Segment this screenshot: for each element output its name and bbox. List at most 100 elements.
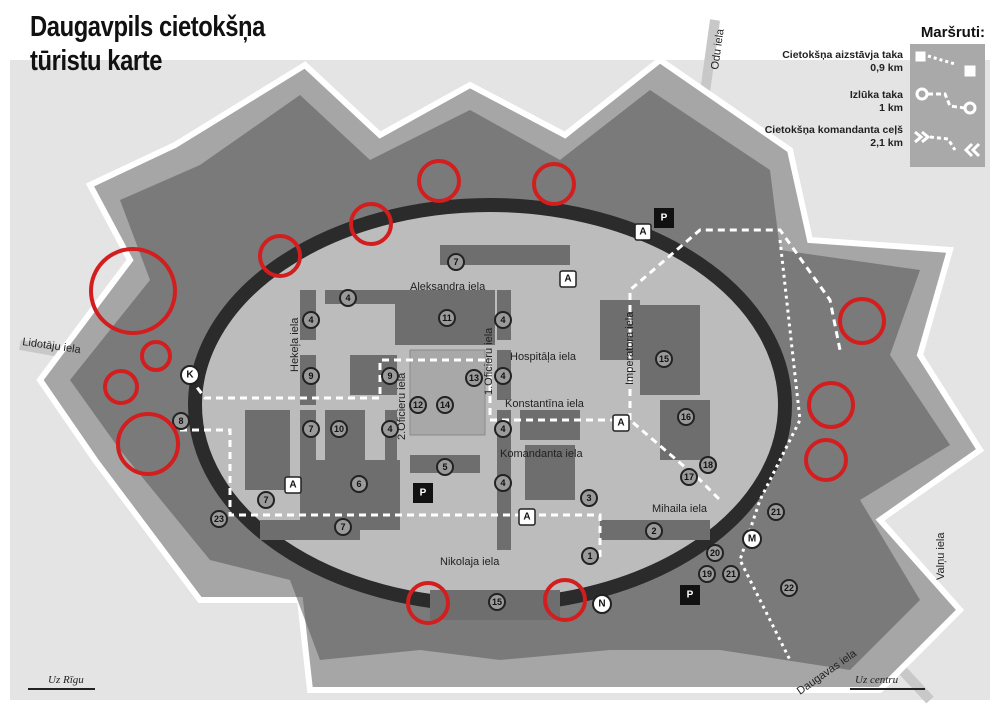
letter-marker-A[interactable]: A xyxy=(634,223,652,241)
poi-marker-10[interactable]: 10 xyxy=(330,420,348,438)
route-name: Izlūka taka xyxy=(849,89,903,101)
poi-marker-8[interactable]: 8 xyxy=(172,412,190,430)
route-length: 2,1 km xyxy=(870,137,903,149)
direction-riga: Uz Rīgu xyxy=(48,674,84,686)
street-konstantina: Konstantīna iela xyxy=(505,398,585,410)
highlight-circle xyxy=(89,247,177,335)
poi-marker-label: 12 xyxy=(413,400,423,410)
poi-marker-7[interactable]: 7 xyxy=(334,518,352,536)
highlight-circle xyxy=(258,234,302,278)
poi-marker-13[interactable]: 13 xyxy=(465,369,483,387)
street-valnu: Valņu iela xyxy=(935,532,947,580)
central-square xyxy=(409,349,486,436)
legend-route-scout: Izlūka taka 1 km xyxy=(850,89,903,115)
poi-marker-label: 4 xyxy=(500,315,505,325)
poi-marker-label: 21 xyxy=(771,507,781,517)
poi-marker-4[interactable]: 4 xyxy=(302,311,320,329)
poi-marker-9[interactable]: 9 xyxy=(302,367,320,385)
poi-marker-7[interactable]: 7 xyxy=(257,491,275,509)
letter-marker-label: A xyxy=(289,480,296,491)
poi-marker-4[interactable]: 4 xyxy=(494,420,512,438)
poi-marker-label: 19 xyxy=(702,569,712,579)
poi-marker-label: 9 xyxy=(387,371,392,381)
poi-marker-12[interactable]: 12 xyxy=(409,396,427,414)
letter-marker-label: M xyxy=(748,534,756,545)
letter-marker-A[interactable]: A xyxy=(559,270,577,288)
parking-icon[interactable]: P xyxy=(413,483,433,503)
highlight-circle xyxy=(838,297,886,345)
parking-label: P xyxy=(420,488,427,499)
poi-marker-20[interactable]: 20 xyxy=(706,544,724,562)
street-hekela: Hekeļa iela xyxy=(289,317,301,372)
poi-marker-7[interactable]: 7 xyxy=(302,420,320,438)
parking-icon[interactable]: P xyxy=(680,585,700,605)
poi-marker-15[interactable]: 15 xyxy=(488,593,506,611)
poi-marker-label: 4 xyxy=(500,424,505,434)
poi-marker-5[interactable]: 5 xyxy=(436,458,454,476)
highlight-circle xyxy=(417,159,461,203)
highlight-circle xyxy=(543,578,587,622)
poi-marker-17[interactable]: 17 xyxy=(680,468,698,486)
poi-marker-4[interactable]: 4 xyxy=(494,311,512,329)
poi-marker-label: 22 xyxy=(784,583,794,593)
letter-marker-label: A xyxy=(639,227,646,238)
poi-marker-16[interactable]: 16 xyxy=(677,408,695,426)
letter-marker-label: A xyxy=(523,512,530,523)
title-line-1: Daugavpils cietokšņa xyxy=(30,11,265,43)
poi-marker-21[interactable]: 21 xyxy=(722,565,740,583)
legend-route-commandant: Cietokšņa komandanta ceļš 2,1 km xyxy=(765,124,903,150)
poi-marker-11[interactable]: 11 xyxy=(438,309,456,327)
letter-marker-N[interactable]: N xyxy=(592,594,612,614)
poi-marker-21[interactable]: 21 xyxy=(767,503,785,521)
poi-marker-label: 21 xyxy=(726,569,736,579)
route-legend: Maršruti: Cietokšņa aizstāvja taka 0,9 k… xyxy=(740,24,985,184)
highlight-circle xyxy=(116,412,180,476)
poi-marker-15[interactable]: 15 xyxy=(655,350,673,368)
poi-marker-4[interactable]: 4 xyxy=(339,289,357,307)
title-line-2: tūristu karte xyxy=(30,45,163,77)
street-hospitala: Hospitāļa iela xyxy=(510,351,577,363)
poi-marker-1[interactable]: 1 xyxy=(581,547,599,565)
poi-marker-19[interactable]: 19 xyxy=(698,565,716,583)
poi-marker-14[interactable]: 14 xyxy=(436,396,454,414)
poi-marker-label: 23 xyxy=(214,514,224,524)
poi-marker-3[interactable]: 3 xyxy=(580,489,598,507)
poi-marker-label: 10 xyxy=(334,424,344,434)
letter-marker-M[interactable]: M xyxy=(742,529,762,549)
poi-marker-4[interactable]: 4 xyxy=(494,367,512,385)
letter-marker-A[interactable]: A xyxy=(284,476,302,494)
letter-marker-A[interactable]: A xyxy=(612,414,630,432)
poi-marker-6[interactable]: 6 xyxy=(350,475,368,493)
poi-marker-label: 1 xyxy=(587,551,592,561)
letter-marker-label: N xyxy=(598,599,605,610)
poi-marker-label: 15 xyxy=(492,597,502,607)
poi-marker-label: 20 xyxy=(710,548,720,558)
poi-marker-4[interactable]: 4 xyxy=(381,420,399,438)
poi-marker-label: 8 xyxy=(178,416,183,426)
poi-marker-label: 4 xyxy=(308,315,313,325)
poi-marker-18[interactable]: 18 xyxy=(699,456,717,474)
letter-marker-A[interactable]: A xyxy=(518,508,536,526)
poi-marker-23[interactable]: 23 xyxy=(210,510,228,528)
route-length: 1 km xyxy=(879,102,903,114)
letter-marker-label: K xyxy=(186,370,194,381)
poi-marker-4[interactable]: 4 xyxy=(494,474,512,492)
street-oficieru-2: 2.Oficieru iela xyxy=(396,372,408,440)
poi-marker-label: 5 xyxy=(442,462,447,472)
parking-icon[interactable]: P xyxy=(654,208,674,228)
parking-label: P xyxy=(687,590,694,601)
poi-marker-2[interactable]: 2 xyxy=(645,522,663,540)
poi-marker-label: 18 xyxy=(703,460,713,470)
circle-dotted-route-icon xyxy=(915,87,977,115)
route-length: 0,9 km xyxy=(870,62,903,74)
poi-marker-label: 4 xyxy=(500,371,505,381)
poi-marker-7[interactable]: 7 xyxy=(447,253,465,271)
poi-marker-9[interactable]: 9 xyxy=(381,367,399,385)
poi-marker-label: 7 xyxy=(453,257,458,267)
street-odu: Odu iela xyxy=(709,27,727,70)
poi-marker-22[interactable]: 22 xyxy=(780,579,798,597)
poi-marker-label: 6 xyxy=(356,479,361,489)
letter-marker-K[interactable]: K xyxy=(180,365,200,385)
